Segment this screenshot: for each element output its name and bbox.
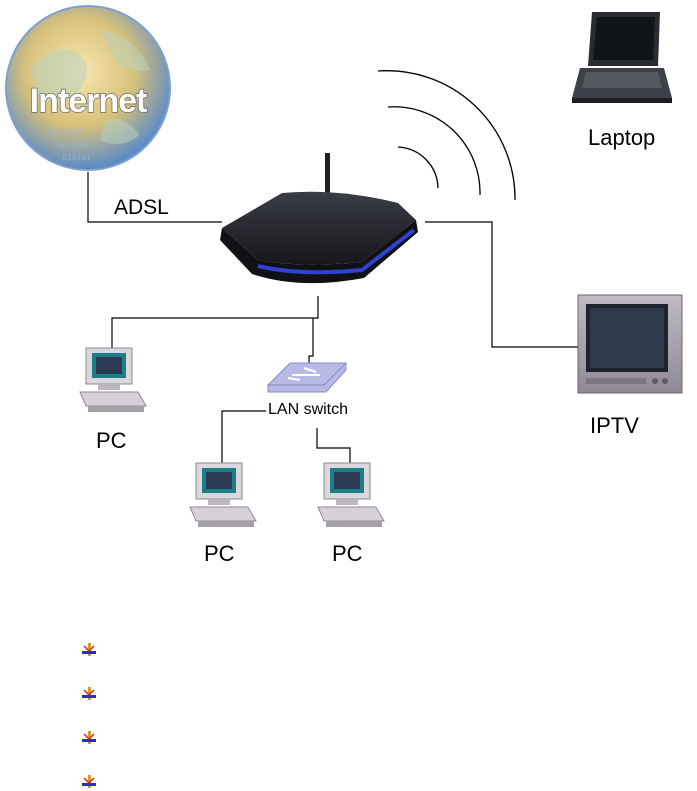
arrow-plus-bullet-icon — [82, 687, 96, 700]
pc-icon-left — [80, 348, 146, 412]
pc-icon-bottom-left — [190, 463, 256, 527]
iptv-icon — [578, 295, 682, 393]
laptop-icon — [572, 12, 672, 103]
pc-label-left: PC — [96, 428, 127, 454]
arrow-plus-bullet-icon — [82, 775, 96, 788]
pc-icon-bottom-right — [318, 463, 384, 527]
lan-switch-icon — [268, 363, 346, 392]
arrow-plus-bullet-icon — [82, 731, 96, 744]
arrow-plus-bullet-icon — [82, 643, 96, 656]
iptv-label: IPTV — [590, 413, 639, 439]
pc-label-bottom-right: PC — [332, 541, 363, 567]
switch-to-pc-right-line — [317, 428, 350, 463]
lan-switch-label: LAN switch — [266, 401, 350, 419]
laptop-label: Laptop — [588, 125, 655, 151]
svg-text:1010101: 1010101 — [55, 141, 89, 150]
bullet-list — [82, 643, 96, 788]
router-to-switch-line — [309, 318, 313, 366]
adsl-label: ADSL — [114, 196, 169, 220]
wireless-signal-icon — [378, 71, 515, 200]
pc-label-bottom-left: PC — [204, 541, 235, 567]
router-icon — [220, 153, 418, 283]
router-to-lan-line — [112, 296, 318, 348]
svg-text:010101: 010101 — [62, 153, 91, 162]
svg-text:0101010: 0101010 — [48, 128, 82, 137]
iptv-line — [425, 222, 578, 347]
internet-label: Internet — [30, 82, 147, 120]
switch-to-pc-left-line — [222, 411, 268, 463]
